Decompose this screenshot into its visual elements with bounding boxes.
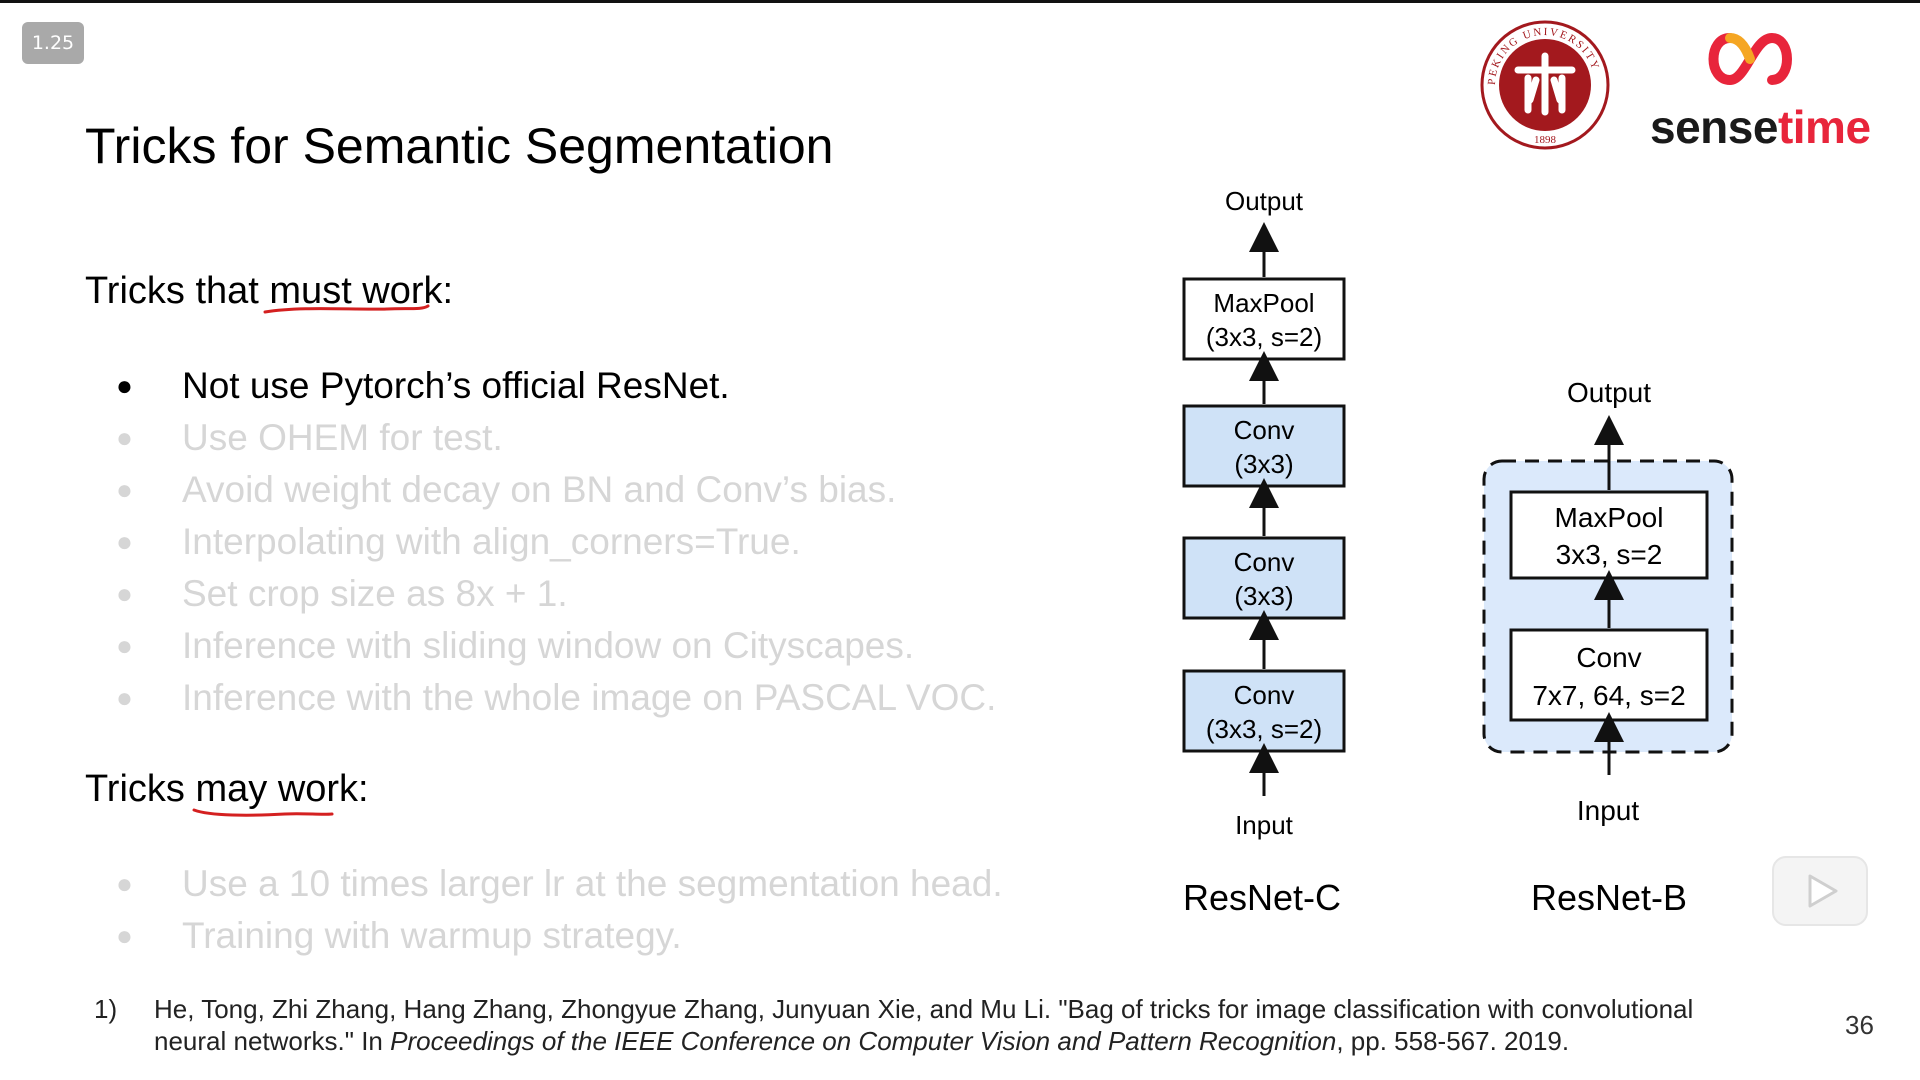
section-heading-post: : <box>442 270 454 312</box>
section-heading-pre: Tricks <box>85 768 196 810</box>
box-label-line1: MaxPool <box>1213 288 1314 318</box>
section-may-work-heading: Tricks may work: <box>85 768 369 811</box>
may-work-list: ● Use a 10 times larger lr at the segment… <box>110 858 1003 962</box>
box-label-line2: (3x3, s=2) <box>1206 714 1322 744</box>
resnet-b-output-label: Output <box>1567 377 1651 408</box>
sensetime-logo-suffix: time <box>1777 101 1871 153</box>
list-item: ● Inference with sliding window on Citysc… <box>110 620 996 672</box>
box-label-line2: (3x3) <box>1234 449 1293 479</box>
resnet-b-caption: ResNet-B <box>1531 877 1687 918</box>
list-item: ● Avoid weight decay on BN and Conv’s bia… <box>110 464 996 516</box>
section-must-work-heading: Tricks that must work: <box>85 270 453 313</box>
section-heading-pre: Tricks that <box>85 270 270 312</box>
reference-line: neural networks." In Proceedings of the … <box>154 1025 1854 1057</box>
box-label-line1: MaxPool <box>1555 502 1664 533</box>
box-label-line1: Conv <box>1234 680 1295 710</box>
list-item-text: Set crop size as 8x + 1. <box>182 573 568 614</box>
section-heading-post: : <box>358 768 369 810</box>
list-item-text: Inference with the whole image on PASCAL… <box>182 677 997 718</box>
box-label-line2: (3x3, s=2) <box>1206 322 1322 352</box>
box-label-line2: (3x3) <box>1234 581 1293 611</box>
red-underline-annotation <box>263 304 430 314</box>
bullet-icon: ● <box>116 370 133 401</box>
resnet-c-caption: ResNet-C <box>1183 877 1341 918</box>
bullet-icon: ● <box>116 474 133 505</box>
list-item-text: Use a 10 times larger lr at the segmenta… <box>182 863 1003 904</box>
resnet-c-input-label: Input <box>1235 810 1294 840</box>
top-border <box>0 0 1920 3</box>
box-label-line1: Conv <box>1576 642 1641 673</box>
reference-text: He, Tong, Zhi Zhang, Hang Zhang, Zhongyu… <box>154 993 1854 1057</box>
list-item: ● Training with warmup strategy. <box>110 910 1003 962</box>
page-number: 36 <box>1845 1010 1874 1040</box>
play-button[interactable] <box>1772 856 1868 926</box>
list-item: ● Interpolating with align_corners=True. <box>110 516 996 568</box>
play-icon <box>1808 874 1838 908</box>
box-label-line1: Conv <box>1234 415 1295 445</box>
resnet-b-maxpool-box <box>1509 490 1709 580</box>
box-label-line1: Conv <box>1234 547 1295 577</box>
reference-text-pre: neural networks." In <box>154 1026 391 1056</box>
list-item: ● Use OHEM for test. <box>110 412 996 464</box>
section-heading-underlined: must work <box>269 270 443 312</box>
resnet-c-conv-box <box>1182 536 1346 620</box>
box-label-line2: 3x3, s=2 <box>1556 539 1663 570</box>
bullet-icon: ● <box>116 868 133 899</box>
bullet-icon: ● <box>116 578 133 609</box>
reference-line: He, Tong, Zhi Zhang, Hang Zhang, Zhongyu… <box>154 994 1694 1024</box>
bullet-icon: ● <box>116 422 133 453</box>
sensetime-logo: sensetime <box>1650 100 1871 154</box>
peking-university-logo: PEKING UNIVERSITY 1898 <box>1480 20 1610 150</box>
resnet-c-maxpool-box <box>1182 277 1346 361</box>
bullet-icon: ● <box>116 630 133 661</box>
list-item: ● Set crop size as 8x + 1. <box>110 568 996 620</box>
bullet-icon: ● <box>116 682 133 713</box>
playback-speed-badge[interactable]: 1.25 <box>22 22 84 64</box>
box-label-line2: 7x7, 64, s=2 <box>1532 680 1685 711</box>
list-item-text: Avoid weight decay on BN and Conv’s bias… <box>182 469 897 510</box>
list-item-text: Training with warmup strategy. <box>182 915 682 956</box>
reference-venue: Proceedings of the IEEE Conference on Co… <box>390 1026 1337 1056</box>
must-work-list: ● Not use Pytorch’s official ResNet. ● Use… <box>110 360 996 724</box>
reference-number: 1) <box>94 994 118 1024</box>
list-item-text: Use OHEM for test. <box>182 417 503 458</box>
list-item: ● Inference with the whole image on PASCA… <box>110 672 996 724</box>
bullet-icon: ● <box>116 526 133 557</box>
sensetime-logo-prefix: sense <box>1650 101 1778 153</box>
resnet-c-conv-box <box>1182 669 1346 753</box>
list-item-text: Inference with sliding window on Citysca… <box>182 625 915 666</box>
section-heading-underlined: may work <box>195 768 359 810</box>
svg-text:1898: 1898 <box>1534 134 1557 146</box>
list-item-text: Interpolating with align_corners=True. <box>182 521 801 562</box>
bullet-icon: ● <box>116 920 133 951</box>
resnet-c-conv-box <box>1182 404 1346 488</box>
sensetime-swirl-icon <box>1708 32 1792 86</box>
slide-title: Tricks for Semantic Segmentation <box>85 118 834 174</box>
resnet-b-input-label: Input <box>1577 795 1639 826</box>
red-underline-annotation <box>192 808 334 817</box>
list-item-text: Not use Pytorch’s official ResNet. <box>182 365 730 406</box>
resnet-c-output-label: Output <box>1225 186 1304 216</box>
reference-text-post: , pp. 558-567. 2019. <box>1336 1026 1570 1056</box>
list-item: ● Use a 10 times larger lr at the segment… <box>110 858 1003 910</box>
list-item: ● Not use Pytorch’s official ResNet. <box>110 360 996 412</box>
